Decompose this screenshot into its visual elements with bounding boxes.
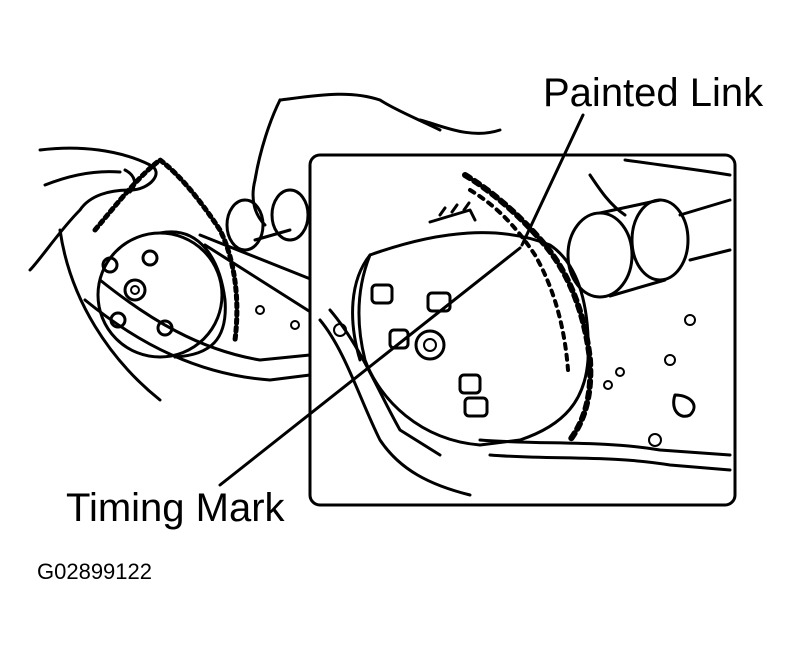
figure-code: G02899122 (37, 559, 152, 584)
timing-mark-leader (218, 246, 522, 487)
painted-link-leader (520, 113, 585, 247)
timing-mark-label: Timing Mark (66, 486, 285, 530)
detail-illustration (318, 158, 732, 497)
leader-lines (218, 113, 585, 487)
painted-link-label: Painted Link (543, 71, 764, 115)
detail-box (308, 153, 737, 507)
zoom-lines (198, 233, 322, 320)
overview-illustration (28, 92, 502, 402)
